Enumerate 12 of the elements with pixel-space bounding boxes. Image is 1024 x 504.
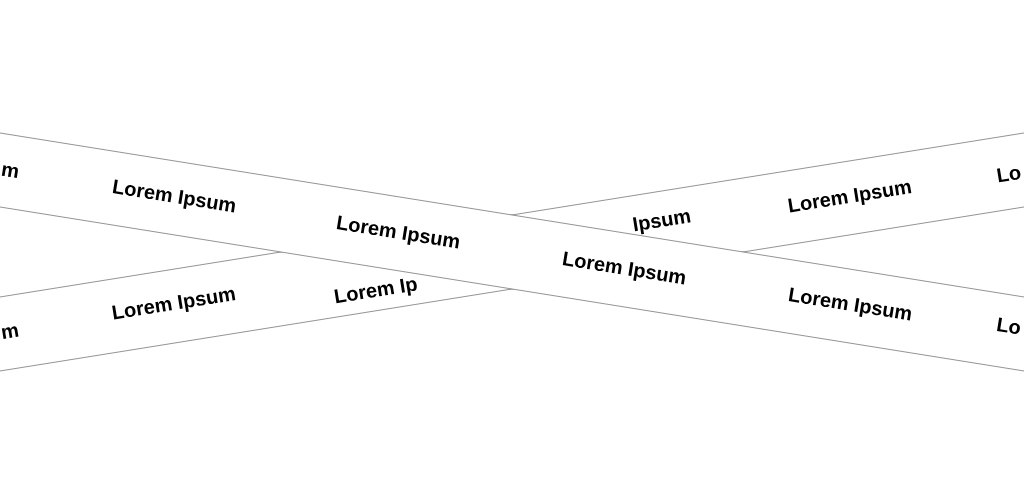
tape-text: Lorem Ipsum (788, 287, 911, 321)
tape-text: m (1, 326, 19, 339)
tape-text: Lorem Ipsum (788, 182, 912, 213)
tape-text: Lorem Ipsum (562, 251, 685, 285)
tape-text: m (1, 165, 18, 179)
tape-text: Lo (997, 317, 1020, 334)
tape-text: Lorem Ipsum (336, 215, 459, 249)
tape-text: Lorem Ipsum (112, 289, 236, 320)
tape-text: Lo (997, 168, 1021, 183)
tape-text: Lorem Ipsum (112, 179, 235, 213)
tape-text: Lorem Ip (334, 278, 417, 304)
tape-text: Ipsum (632, 212, 691, 235)
